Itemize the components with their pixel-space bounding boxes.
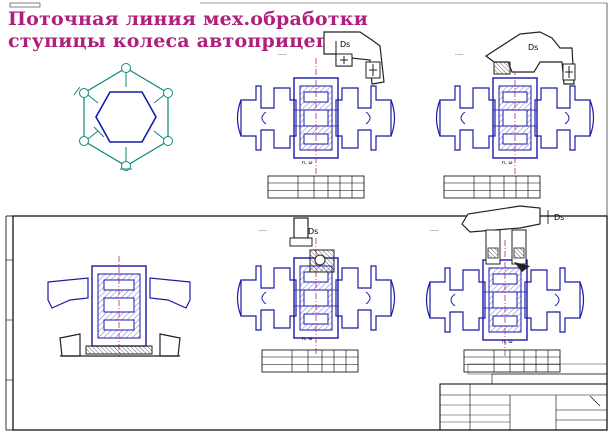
op2-tag: Ds (528, 43, 538, 52)
indexing-scheme (73, 63, 173, 171)
title-block (439, 363, 608, 431)
part-assembly (47, 256, 191, 357)
svg-text:n, ω: n, ω (302, 160, 313, 166)
svg-text:n, ω: n, ω (302, 336, 313, 342)
title-line-1: Поточная линия мех.обработки (8, 8, 368, 30)
svg-text:------: ------ (430, 228, 439, 233)
svg-text:------: ------ (258, 228, 267, 233)
svg-text:------: ------ (455, 52, 464, 57)
svg-text:------: ------ (278, 52, 287, 57)
svg-text:n, ω: n, ω (502, 339, 513, 345)
operation-1: ------ Ds n, ω (236, 31, 396, 199)
operation-2: ------ Ds n, ω (435, 31, 595, 199)
operation-3: ------ Ds n, ω (236, 217, 396, 373)
operation-4: ------ Ds n, ω (425, 205, 585, 373)
svg-text:n, ω: n, ω (502, 160, 513, 166)
op4-tag: Ds (554, 213, 564, 222)
op1-tag: Ds (340, 40, 350, 49)
title-line-2: ступицы колеса автоприцепа (8, 30, 343, 52)
op3-tag: Ds (308, 227, 318, 236)
